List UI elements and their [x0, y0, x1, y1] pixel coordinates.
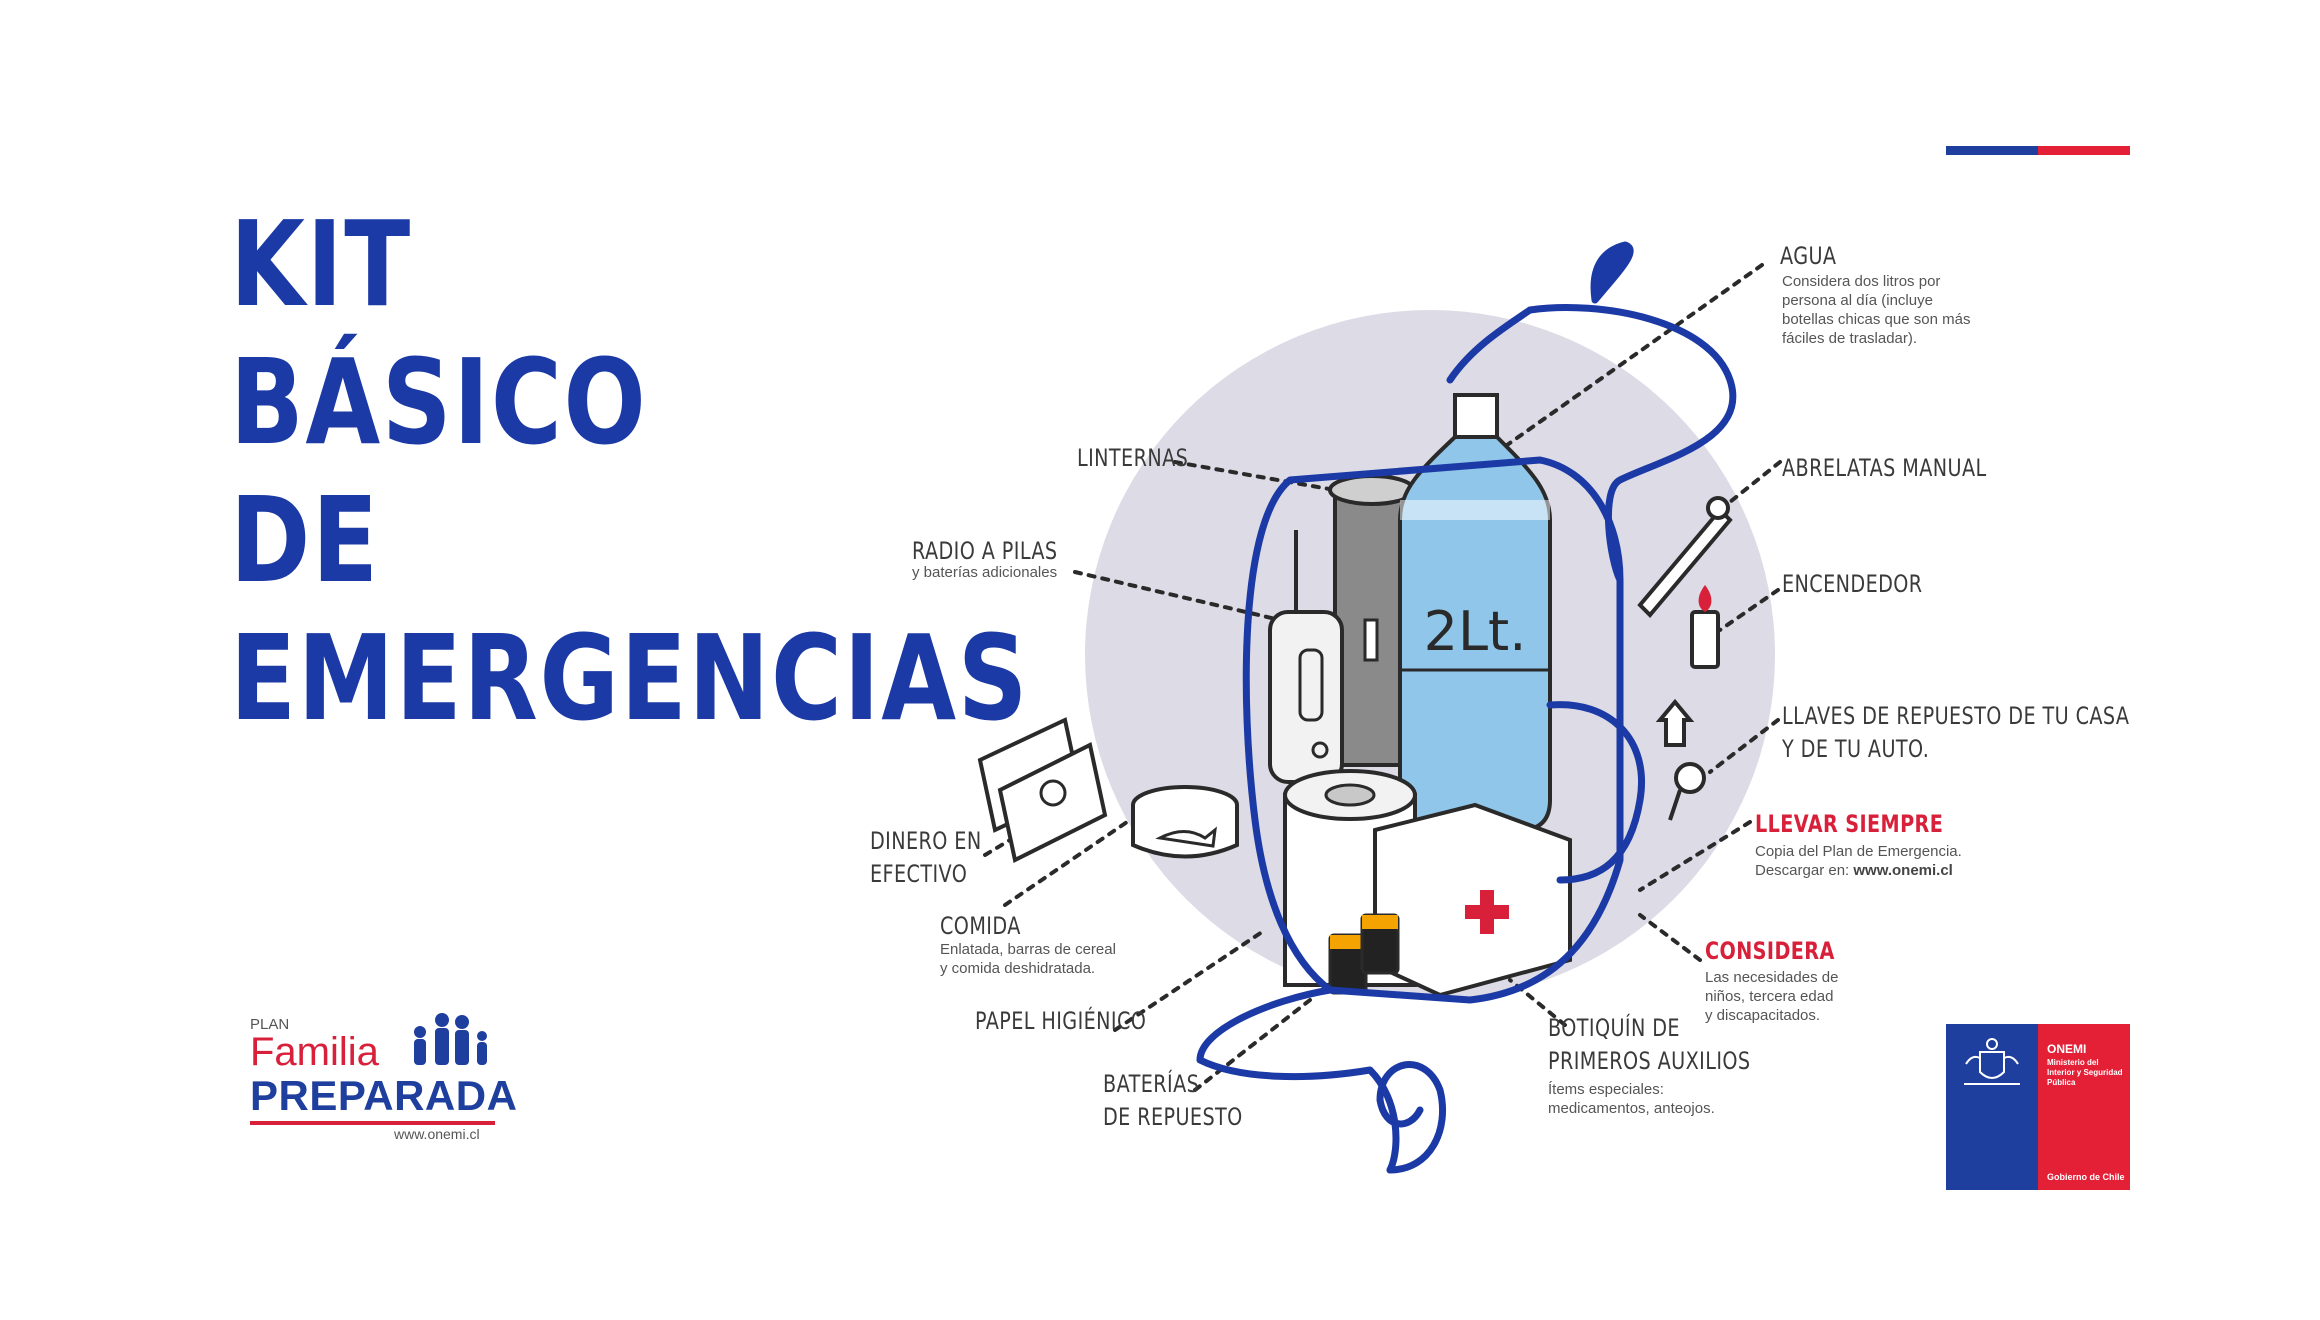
can-opener — [1637, 496, 1733, 618]
llevar-siempre-desc: Copia del Plan de Emergencia. Descargar … — [1755, 843, 1962, 879]
linternas-label: LINTERNAS — [1077, 444, 1189, 472]
family-icon — [414, 1013, 487, 1065]
llevar-siempre-label: LLEVAR SIEMPRE — [1755, 810, 1944, 838]
encendedor-label: ENCENDEDOR — [1782, 570, 1923, 598]
bottle-label: 2Lt. — [1424, 600, 1527, 663]
considera-label: CONSIDERA — [1705, 937, 1835, 965]
onemi-name: ONEMI — [2047, 1042, 2087, 1056]
familia-preparada-logo: PLAN Familia PREPARADA www.onemi.cl — [250, 1010, 517, 1142]
comida-label: COMIDA — [940, 912, 1021, 940]
first-aid-kit — [1373, 802, 1572, 998]
abrelatas-label: ABRELATAS MANUAL — [1782, 454, 1987, 482]
keys — [1655, 698, 1706, 821]
can — [1131, 785, 1239, 859]
cash — [977, 717, 1108, 863]
batteries — [1328, 913, 1400, 995]
logo-underline — [250, 1121, 495, 1125]
radio — [1268, 530, 1344, 784]
logo-familia-text: Familia — [250, 1030, 379, 1074]
title-line-1: KIT BÁSICO DE — [230, 195, 648, 609]
radio-desc: y baterías adicionales — [912, 564, 1058, 581]
onemi-logo: ONEMI Ministerio del Interior y Segurida… — [1946, 1024, 2130, 1190]
papel-label: PAPEL HIGIÉNICO — [975, 1007, 1147, 1035]
logo-plan-text: PLAN — [250, 1016, 290, 1033]
flag-bar — [1946, 146, 2130, 155]
lighter — [1690, 585, 1720, 669]
logo-preparada-text: PREPARADA — [250, 1072, 518, 1119]
onemi-ministry: Ministerio del Interior y Seguridad Públ… — [2047, 1058, 2123, 1087]
agua-label: AGUA — [1780, 242, 1837, 270]
backpack-outline — [1196, 241, 1737, 1174]
water-bottle: 2Lt. — [1398, 393, 1552, 832]
botiquin-desc: Ítems especiales:medicamentos, anteojos. — [1548, 1081, 1715, 1117]
logo-url: www.onemi.cl — [394, 1126, 480, 1142]
coat-of-arms-icon — [1964, 1038, 2020, 1085]
radio-label: RADIO A PILAS — [912, 537, 1058, 565]
onemi-gov: Gobierno de Chile — [2047, 1172, 2125, 1182]
